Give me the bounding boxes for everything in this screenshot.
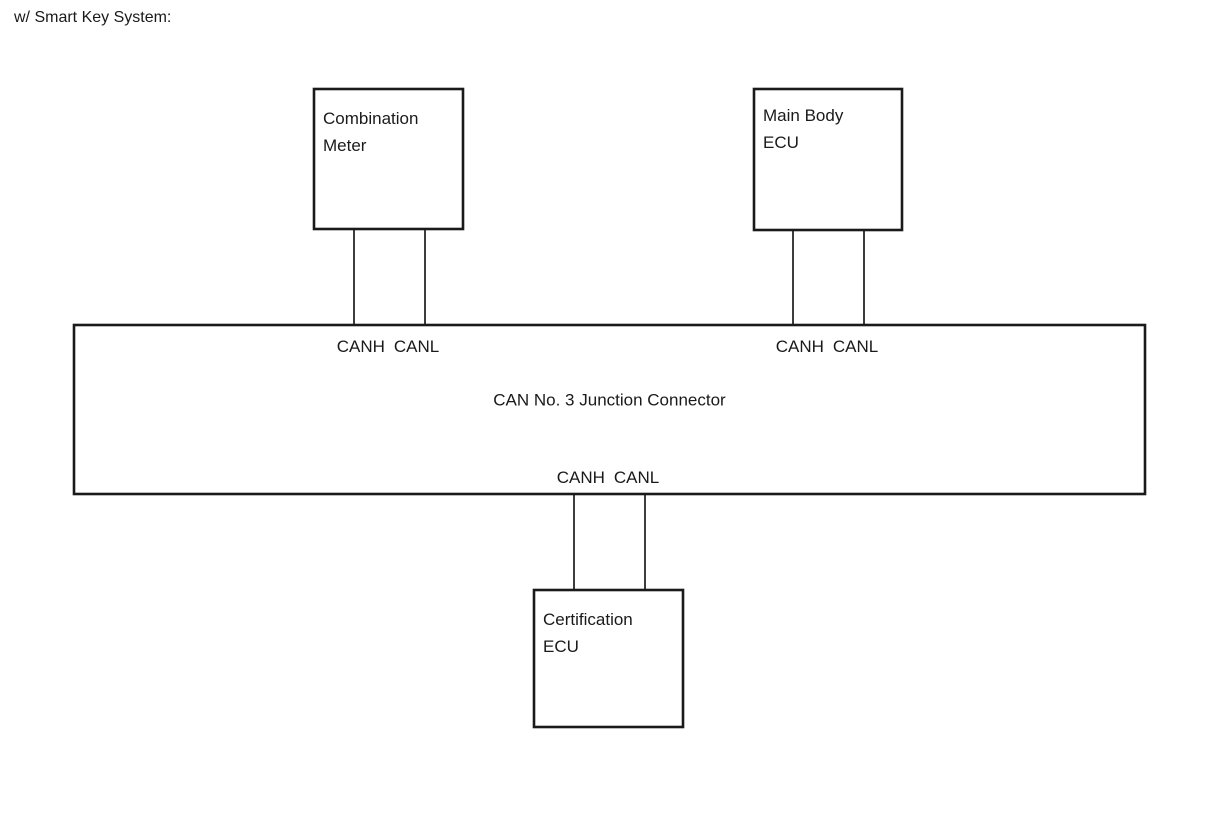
page-title: w/ Smart Key System: xyxy=(14,9,172,26)
wires-layer xyxy=(353,229,865,590)
node-label-certification-ecu-line1: Certification xyxy=(543,610,633,629)
node-label-main-body-ecu-line2: ECU xyxy=(763,133,799,152)
pin-label-canh: CANH xyxy=(776,337,824,356)
pin-label-main-body-ecu-pins: CANH CANL xyxy=(776,337,879,356)
pin-label-certification-ecu-pins: CANH CANL xyxy=(557,468,660,487)
pin-label-canh: CANH xyxy=(557,468,605,487)
node-label-combination-meter-line2: Meter xyxy=(323,136,367,155)
node-box-main-body-ecu[interactable] xyxy=(752,87,904,232)
node-label-main-body-ecu-line1: Main Body xyxy=(763,106,844,125)
pin-label-canl: CANL xyxy=(833,337,878,356)
can-junction-connector-label: CAN No. 3 Junction Connector xyxy=(493,391,726,410)
can-junction-connector-box[interactable] xyxy=(72,323,1147,496)
pin-label-canl: CANL xyxy=(394,337,439,356)
node-box-combination-meter[interactable] xyxy=(312,87,465,231)
pin-label-canh: CANH xyxy=(337,337,385,356)
pin-label-combination-meter-pins: CANH CANL xyxy=(337,337,440,356)
bus-layer: CAN No. 3 Junction Connector xyxy=(72,323,1147,496)
node-label-combination-meter-line1: Combination xyxy=(323,109,418,128)
pin-label-canl: CANL xyxy=(614,468,659,487)
node-box-certification-ecu[interactable] xyxy=(532,588,685,729)
node-label-certification-ecu-line2: ECU xyxy=(543,637,579,656)
pin-labels-layer: CANH CANL CANH CANL CANH CANL xyxy=(337,337,879,487)
